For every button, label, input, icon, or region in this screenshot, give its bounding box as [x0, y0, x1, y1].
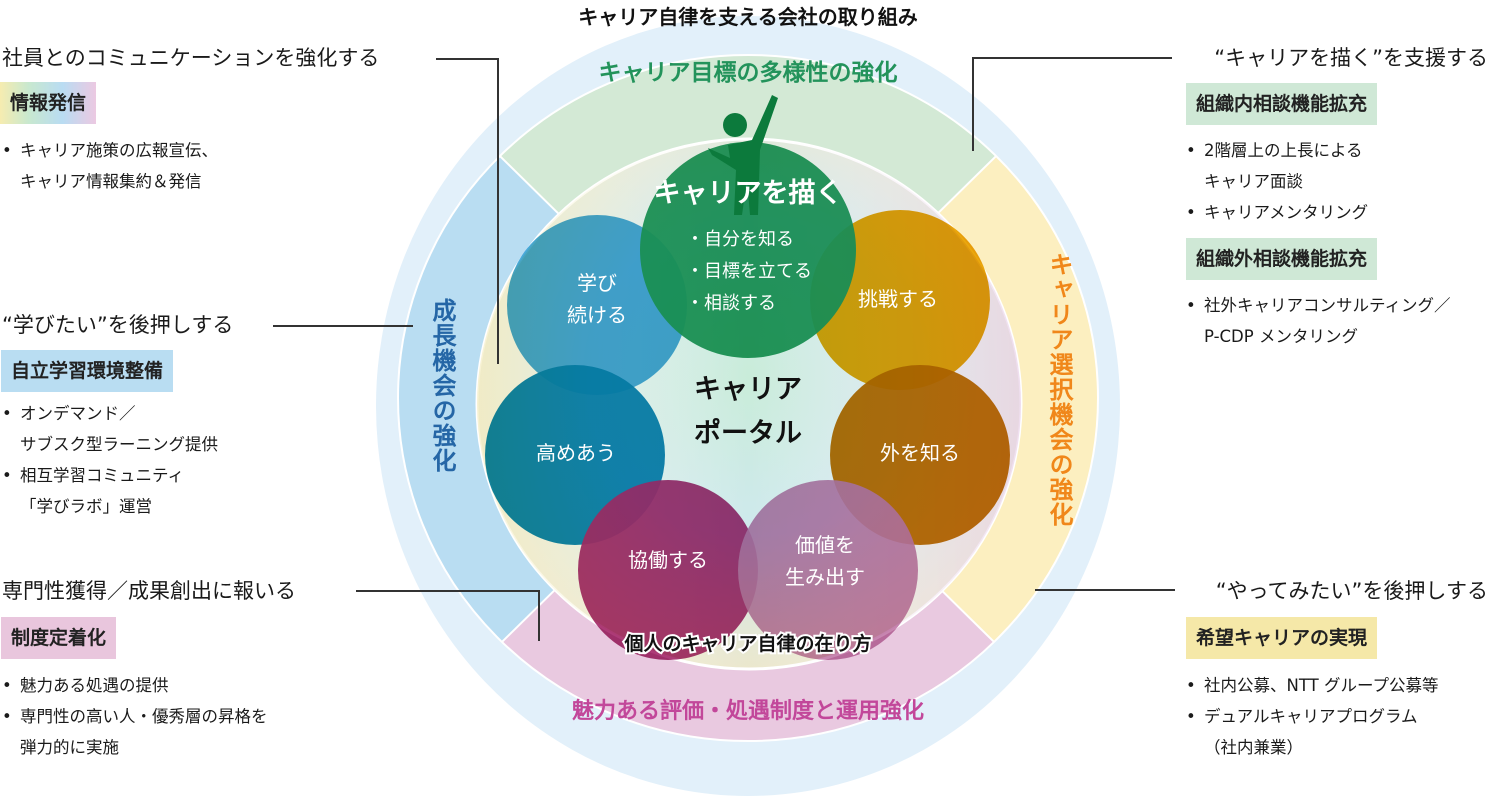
bullet-list: 魅力ある処遇の提供 専門性の高い人・優秀層の昇格を 弾力的に実施 [2, 670, 268, 763]
bullet-list: 社外キャリアコンサルティング／ P-CDP メンタリング [1186, 290, 1451, 352]
list-item: キャリア面談 [1204, 172, 1303, 191]
circle-value [738, 480, 918, 660]
list-item: キャリア情報集約＆発信 [20, 172, 202, 191]
circle-collab-label: 協働する [628, 548, 708, 572]
connector-line [1035, 589, 1175, 591]
list-item: 社内公募、NTT グループ公募等 [1186, 670, 1438, 701]
circle-draw-career [640, 142, 856, 358]
bullet-list: 社内公募、NTT グループ公募等 デュアルキャリアプログラム （社内兼業） [1186, 670, 1438, 763]
connector-line [497, 58, 499, 364]
list-item: 専門性の高い人・優秀層の昇格を [2, 701, 268, 732]
right-heading-try: “やってみたい”を後押しする [1215, 579, 1488, 603]
diagram-title: キャリア自律を支える会社の取り組み [578, 5, 917, 29]
circle-draw-item: ・自分を知る [686, 229, 794, 250]
list-item: キャリア施策の広報宣伝、 [2, 135, 218, 166]
label-info-dissemination: 情報発信 [0, 82, 97, 124]
circle-draw-item: ・目標を立てる [686, 261, 812, 282]
bullet-list: 2階層上の上長による キャリア面談 キャリアメンタリング [1186, 135, 1368, 228]
person-icon [708, 95, 778, 215]
connector-line [538, 590, 540, 641]
circle-learn-label: 学び [577, 271, 617, 295]
connector-line [972, 57, 1172, 59]
list-item: 弾力的に実施 [20, 738, 119, 757]
circle-draw-career-title: キャリアを描く [654, 178, 843, 209]
label-internal-consult: 組織内相談機能拡充 [1186, 83, 1378, 125]
connector-line [273, 325, 413, 327]
ring-right-label: キャリア選択機会の強化 [1045, 252, 1073, 527]
connector-line [356, 590, 539, 592]
ring-border [397, 54, 1099, 742]
label-system-establish: 制度定着化 [1, 617, 117, 659]
circle-challenge-label: 挑戦する [858, 287, 938, 311]
left-heading-learning: “学びたい”を後押しする [2, 313, 234, 337]
ring-top-label: キャリア目標の多様性の強化 [599, 59, 898, 86]
ring-bottom-label: 魅力ある評価・処遇制度と運用強化 [572, 698, 924, 724]
list-item: P-CDP メンタリング [1204, 327, 1358, 346]
label-external-consult: 組織外相談機能拡充 [1186, 238, 1378, 280]
right-heading-draw-career: “キャリアを描く”を支援する [1214, 46, 1488, 70]
ring-left-label: 成長機会の強化 [428, 298, 456, 473]
list-item: 相互学習コミュニティ [2, 460, 218, 491]
list-item: デュアルキャリアプログラム [1186, 701, 1438, 732]
list-item: 魅力ある処遇の提供 [2, 670, 268, 701]
list-item: キャリアメンタリング [1186, 197, 1368, 228]
bullet-list: オンデマンド／ サブスク型ラーニング提供 相互学習コミュニティ 「学びラボ」運営 [2, 398, 218, 522]
list-item: オンデマンド／ [2, 398, 218, 429]
left-heading-communication: 社員とのコミュニケーションを強化する [2, 46, 380, 70]
label-desired-career: 希望キャリアの実現 [1186, 617, 1378, 659]
connector-line [436, 58, 498, 60]
center-caption: 個人のキャリア自律の在り方 [623, 632, 871, 655]
center-title: ポータル [694, 418, 802, 449]
circle-value-label: 価値を [795, 533, 855, 557]
list-item: 社外キャリアコンサルティング／ [1186, 290, 1451, 321]
circle-enhance-label: 高めあう [536, 441, 616, 465]
bullet-list: キャリア施策の広報宣伝、 キャリア情報集約＆発信 [2, 135, 218, 197]
circle-value-label: 生み出す [785, 565, 865, 589]
list-item: （社内兼業） [1204, 738, 1303, 757]
list-item: 2階層上の上長による [1186, 135, 1368, 166]
center-title: キャリア [694, 374, 802, 405]
circle-draw-item: ・相談する [686, 293, 776, 314]
circle-learn-label: 続ける [567, 303, 627, 327]
circle-outside-label: 外を知る [880, 441, 960, 465]
left-heading-reward: 専門性獲得／成果創出に報いる [2, 579, 296, 603]
connector-line [972, 57, 974, 151]
list-item: 「学びラボ」運営 [20, 497, 152, 516]
circle-collab [578, 480, 758, 660]
label-self-learning: 自立学習環境整備 [1, 350, 174, 392]
list-item: サブスク型ラーニング提供 [20, 435, 218, 454]
